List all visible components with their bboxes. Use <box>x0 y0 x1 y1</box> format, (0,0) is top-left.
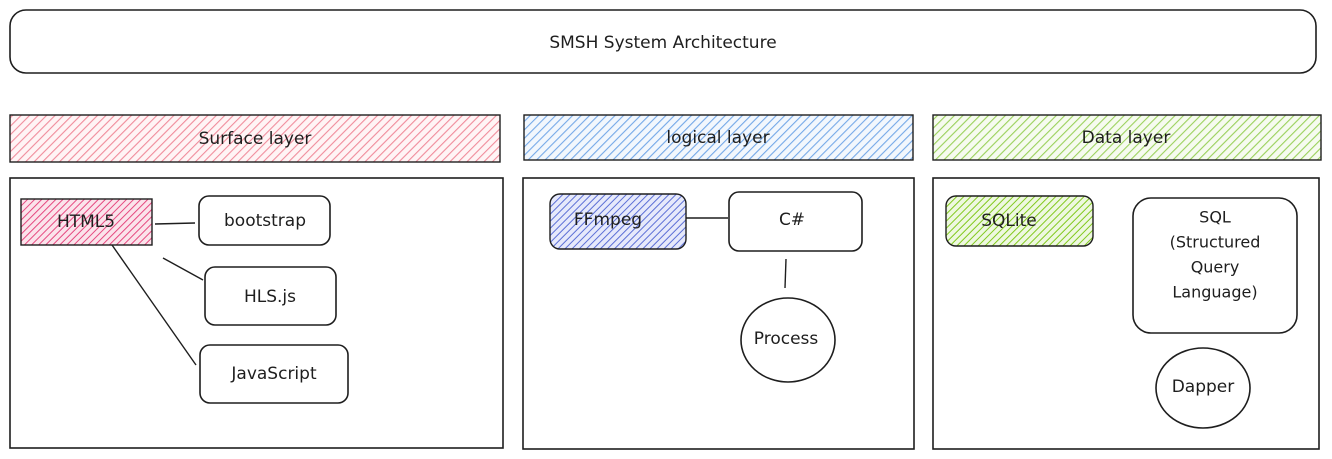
html5-label: HTML5 <box>57 212 115 232</box>
data-layer-header: Data layer <box>932 114 1322 161</box>
ffmpeg-label: FFmpeg <box>574 210 642 230</box>
javascript-label: JavaScript <box>230 364 317 384</box>
surface-layer-panel <box>9 177 504 449</box>
sql-node: SQL (Structured Query Language) <box>1132 197 1298 334</box>
sqlite-label: SQLite <box>981 211 1037 231</box>
connector-csharp-process <box>784 258 787 289</box>
csharp-label: C# <box>779 210 805 230</box>
dapper-label: Dapper <box>1172 377 1235 397</box>
ffmpeg-node: FFmpeg <box>549 193 687 250</box>
hlsjs-label: HLS.js <box>244 287 296 307</box>
logical-layer-label: logical layer <box>666 128 769 148</box>
surface-layer-label: Surface layer <box>199 129 312 149</box>
html5-node: HTML5 <box>20 198 153 246</box>
connector-html5-javascript <box>111 244 197 366</box>
data-layer-panel <box>932 177 1320 450</box>
title-box: SMSH System Architecture <box>9 9 1317 74</box>
diagram-title: SMSH System Architecture <box>549 33 776 53</box>
logical-connectors <box>686 217 787 289</box>
sql-label-line3: Query <box>1191 258 1240 277</box>
bootstrap-label: bootstrap <box>224 211 306 231</box>
sqlite-node: SQLite <box>945 195 1094 247</box>
javascript-node: JavaScript <box>199 344 349 404</box>
logical-layer-panel <box>522 177 915 450</box>
bootstrap-node: bootstrap <box>198 195 331 246</box>
surface-connectors <box>111 222 204 366</box>
process-label: Process <box>754 329 819 349</box>
sql-label-line4: Language) <box>1172 283 1257 302</box>
process-node: Process <box>740 297 836 383</box>
csharp-node: C# <box>728 191 863 252</box>
hlsjs-node: HLS.js <box>204 266 337 326</box>
logical-layer-header: logical layer <box>523 114 914 161</box>
data-layer-label: Data layer <box>1082 128 1171 148</box>
connector-html5-bootstrap <box>154 222 196 225</box>
sql-label-line2: (Structured <box>1170 233 1261 252</box>
connector-html5-hlsjs <box>162 257 204 281</box>
sql-label-line1: SQL <box>1199 208 1231 227</box>
dapper-node: Dapper <box>1155 347 1251 429</box>
surface-layer-header: Surface layer <box>9 114 501 163</box>
